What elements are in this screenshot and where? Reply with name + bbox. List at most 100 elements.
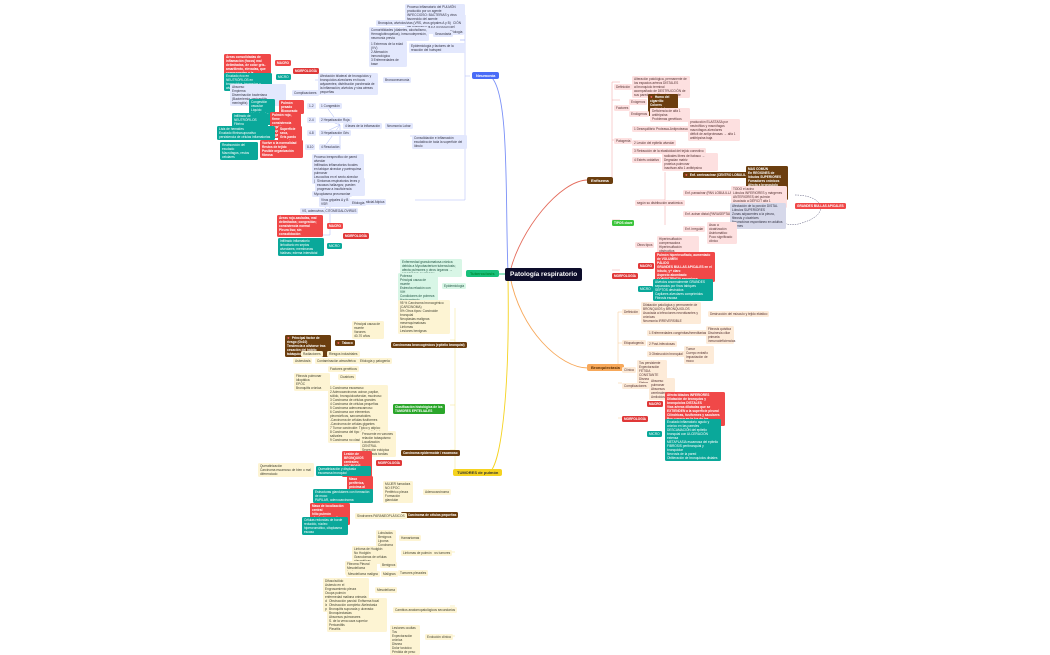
- fase-2[interactable]: 2 Hepatización Roja: [319, 117, 352, 123]
- bq-definicion[interactable]: Dilatación patológica y permanente de BR…: [641, 302, 701, 324]
- enf-tipo-paraseptal-detail[interactable]: Afectación de la porción DISTAL Lóbulos …: [730, 203, 786, 229]
- bq-micro-label[interactable]: MICRO: [647, 431, 662, 437]
- pequenas-sindromes[interactable]: Síndromes PARANEOPLÁSICOS: [355, 513, 407, 519]
- pleurales-malignos-label[interactable]: Malignos: [381, 571, 398, 577]
- tbc-epidemiologia-label[interactable]: Epidemiología: [442, 283, 467, 289]
- bq-definicion-label[interactable]: Definición: [622, 309, 640, 315]
- fase-4-micro[interactable]: Reabsorción del exudado Macrófagos, rest…: [220, 142, 258, 160]
- enf-patogenia-3[interactable]: 3 Retracción de la elasticidad del tejid…: [632, 148, 706, 154]
- tumores-escamoso-detail[interactable]: Frecuente en varones relación tabaquismo…: [360, 431, 396, 457]
- enf-patogenia-4[interactable]: 4 Estrés oxidativo: [632, 157, 662, 163]
- tumores-adeno-detail[interactable]: MUJER fumadora NO EPOC Periférico pleura…: [383, 481, 413, 503]
- tbc-definicion[interactable]: Enfermedad granulomatosa crónica debida …: [400, 259, 462, 277]
- bq-definicion-extra[interactable]: Destrucción del músculo y tejido elástic…: [708, 311, 770, 317]
- enf-patogenia-1-detail[interactable]: producción ELASTASA por neutrófilos y ma…: [688, 119, 740, 141]
- enf-definicion-label[interactable]: Definición: [614, 84, 632, 90]
- tumores-adeno[interactable]: Adenocarcinoma: [423, 489, 451, 495]
- inter-macro[interactable]: Áreas rojo-azuladas, mal delimitadas; co…: [277, 215, 323, 237]
- esc-micro[interactable]: Queratinización y displasia escamosa bro…: [316, 466, 371, 476]
- tumores-hamartoma[interactable]: Lobulados Benignos Lipoma Condroma: [376, 530, 396, 548]
- topic-tumores[interactable]: TUMORES de pulmón: [453, 469, 503, 476]
- enf-grandes-bullas[interactable]: GRANDES BULLAS APICALES: [795, 203, 846, 209]
- bq-clinica-label[interactable]: Clínica: [622, 367, 636, 373]
- neumonia-lobar[interactable]: Neumonía Lobar: [385, 123, 413, 129]
- tumores-pequenas[interactable]: Carcinoma de células pequeñas: [401, 512, 459, 518]
- fase-1-macro[interactable]: Pulmón pesado Bloqueado: [279, 100, 304, 114]
- enf-patogenia-1[interactable]: 1 Desequilibrio Proteasa-Antiproteasa: [632, 126, 690, 132]
- neumonia-epidemio-label[interactable]: Epidemiología y factores de la reacción …: [409, 43, 465, 53]
- enf-endogenos[interactable]: Deficiencia de alfa 1 antitripsina Probl…: [650, 108, 690, 122]
- tumores-riesgos[interactable]: Riesgos industriales: [327, 351, 360, 357]
- enf-tipo-centroacinar[interactable]: Enf. centroacinar (CENTRO LOBULILLAR): [683, 172, 756, 178]
- enf-otros-tipos[interactable]: Otros tipos: [635, 242, 655, 248]
- bq-etiopatogenia[interactable]: Etiopatogenia: [622, 340, 646, 346]
- bq-etio-1[interactable]: 1 Enfermedades congénitas/hereditarias: [647, 330, 709, 336]
- enf-tipo-irregular[interactable]: Enf. irregular: [683, 226, 706, 232]
- enf-micro[interactable]: Alvéolos anormalmente GRANDES separados …: [653, 279, 713, 301]
- tumores-cambios-detail[interactable]: Obstrucción parcial: Enfisema focal Obst…: [327, 598, 387, 632]
- inter-micro-label[interactable]: MICRO: [327, 243, 342, 249]
- topic-enfisema[interactable]: Enfisema: [587, 177, 613, 184]
- intersticial-morfologia[interactable]: MORFOLOGÍA: [343, 233, 369, 239]
- tumores-asbestosis[interactable]: Asbestosis: [293, 358, 313, 364]
- inter-etiologia-2[interactable]: Virus gripales A y B VSR: [319, 197, 351, 207]
- fase-4-macro[interactable]: Vuelve a la normalidad Restos de tejido …: [260, 140, 303, 158]
- enf-tipo-irregular-detail[interactable]: Asoc a cicatrización Asintomático Poco s…: [707, 222, 737, 244]
- enf-factores[interactable]: Factores: [614, 105, 631, 111]
- fase-1[interactable]: 1 Congestión: [319, 103, 342, 109]
- tumores-otros[interactable]: Otros tumores: [428, 550, 453, 556]
- enf-patogenia-2[interactable]: 2 Lesión del epitelio alveolar: [632, 140, 677, 146]
- bronco-micro-label[interactable]: MICRO: [276, 74, 291, 80]
- tumores-carcinoma[interactable]: Carcinomas broncogénicos (epitelio bronq…: [391, 342, 467, 348]
- enf-macro[interactable]: Pulmón hiperinsuflado, aumentado de VOLU…: [655, 252, 715, 282]
- bronconeumonia-def[interactable]: Afectación bilateral de bronquiolos y br…: [318, 73, 378, 95]
- tumores-cicatrices[interactable]: Fibrosis pulmonar idiopática EPOC Bronqu…: [294, 373, 330, 391]
- enf-definicion[interactable]: Alteración patológica, permanente de los…: [632, 76, 690, 98]
- enf-endogenos-label[interactable]: Endógenos: [629, 111, 650, 117]
- bq-etio-1-detail[interactable]: Fibrosis quística Discinesia ciliar prim…: [706, 326, 736, 344]
- tumores-hamartoma-label[interactable]: Hamartomas: [399, 535, 422, 541]
- tumores-linfomas[interactable]: Linfoma de Hodgkin No Hodgkin Granulomas…: [352, 546, 396, 564]
- bronco-complicaciones-label[interactable]: Complicaciones: [292, 90, 319, 96]
- tumores-escamoso[interactable]: Carcinoma epidermoide / escamoso: [401, 450, 460, 456]
- tumores-etiologia[interactable]: Etiología y patogenia: [358, 358, 392, 364]
- bronco-morfologia[interactable]: MORFOLOGÍA: [293, 68, 319, 74]
- topic-bronquiectasia[interactable]: Bronquiectasia: [587, 364, 624, 371]
- enf-patogenia-4-detail[interactable]: radicales libres del tabaco → Degradan m…: [662, 153, 718, 171]
- neumonia-epidemio[interactable]: 1 Extremos de la edad (VV) 2 Alteración …: [369, 41, 407, 67]
- bronconeumonia[interactable]: Bronconeumonía: [383, 77, 412, 83]
- enf-tipos-distribucion[interactable]: según su distribución anatómica: [635, 200, 685, 206]
- adeno-micro[interactable]: Estructuras glandulares con formación de…: [313, 489, 373, 503]
- neumonia-secundaria-label[interactable]: Secundaria: [433, 31, 454, 37]
- bronco-macro-label[interactable]: MACRO: [275, 60, 292, 66]
- bq-complicaciones-label[interactable]: Complicaciones: [622, 383, 649, 389]
- tumores-cicatrices-label[interactable]: Cicatrices: [338, 374, 356, 380]
- topic-tuberculosis[interactable]: Tuberculosis: [466, 270, 499, 277]
- enf-tipos[interactable]: TIPOS clave: [612, 220, 635, 226]
- root-topic[interactable]: Patología respiratorio: [505, 268, 583, 281]
- tumores-radiaciones[interactable]: Radiaciones: [301, 351, 323, 357]
- tumores-cambios[interactable]: Cambios anatomopatológicos secundarios: [393, 607, 458, 613]
- esc-micro-extra[interactable]: Queratinización Carcinoma escamoso de bi…: [258, 463, 314, 477]
- inter-micro[interactable]: Infiltrado inflamatorio linfocitario en …: [278, 238, 324, 256]
- pleurales-malignos[interactable]: Mesotelioma maligno: [346, 571, 381, 577]
- neumonia-secundaria[interactable]: Comorbilidades (diabetes, alcoholismo, H…: [369, 27, 429, 41]
- tumores-causa[interactable]: Principal causa de muerte Varones 40-70 …: [352, 321, 384, 339]
- enf-tipo-paraseptal[interactable]: Enf. acinar distal (PARASEPTAL): [683, 211, 735, 217]
- tumores-evolucion-detail[interactable]: Lesiones ocultas Tos Expectoración cróni…: [390, 625, 420, 655]
- tumores-contaminacion[interactable]: Contaminación atmosférica: [315, 358, 358, 364]
- fase-4[interactable]: 4 Resolución: [319, 144, 342, 150]
- tumores-intro[interactable]: 95 % Carcinoma broncogénico (CARCINOMA) …: [398, 300, 450, 334]
- enf-macro-label[interactable]: MACRO: [638, 263, 655, 269]
- esc-morfologia[interactable]: MORFOLOGÍA: [376, 460, 402, 466]
- neumonia-vias[interactable]: Bronquios, alvéolos/vías (VRS, virus gri…: [376, 20, 453, 26]
- bq-micro[interactable]: Exudado inflamatorio agudo y crónico en …: [665, 419, 721, 461]
- fase-3-micro[interactable]: Lisis de hematíes Exudado fibrinosupurat…: [217, 126, 275, 140]
- enf-tipo-panacinar[interactable]: Enf. panacinar (PAN LOBULILLAR): [683, 190, 738, 196]
- tumores-linfomas-label[interactable]: Linfomas de pulmón: [401, 550, 434, 556]
- fase-3[interactable]: 3 Hepatización Gris: [319, 130, 351, 136]
- enf-micro-label[interactable]: MICRO: [638, 286, 653, 292]
- pleurales-mesotelioma-label[interactable]: Mesotelioma: [375, 587, 398, 593]
- bq-morfologia[interactable]: MORFOLOGÍA: [622, 416, 648, 422]
- neumonia-etiologia[interactable]: Etiología: [448, 29, 465, 35]
